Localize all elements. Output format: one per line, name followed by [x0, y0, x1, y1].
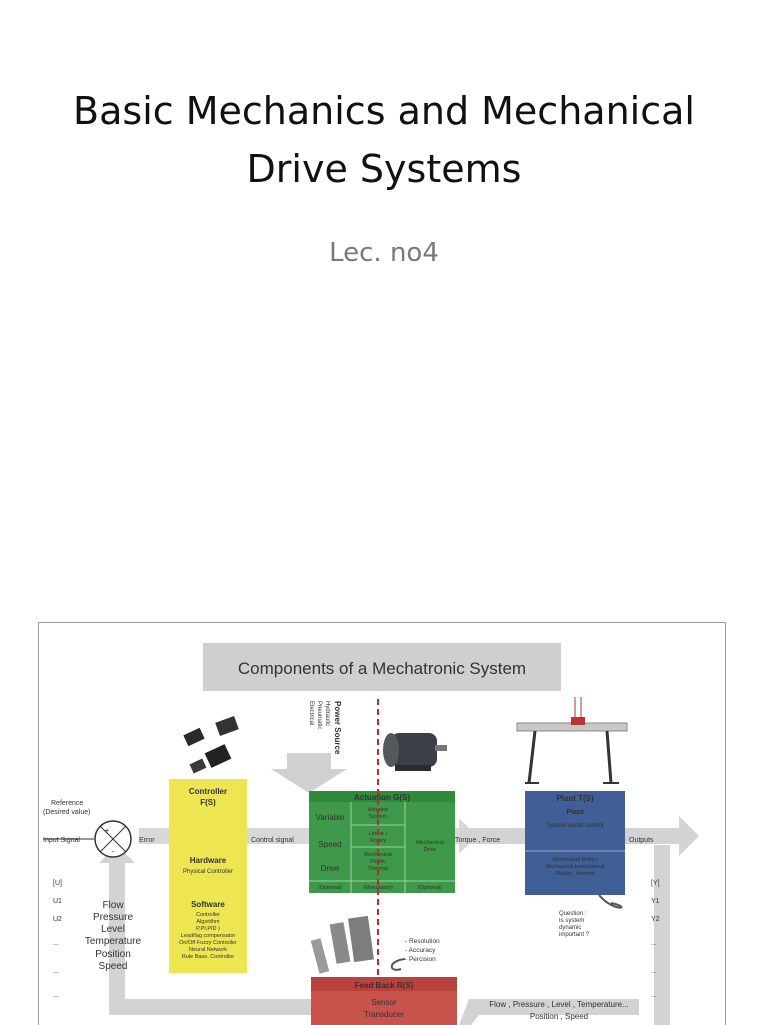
svg-text:+: + [105, 826, 110, 835]
svg-text:Controller: Controller [196, 912, 220, 918]
svg-text:...: ... [651, 940, 657, 947]
bottom-quantities-line2: Position , Speed [530, 1012, 588, 1021]
svg-text:Rule Base, Controller: Rule Base, Controller [182, 954, 234, 960]
output-down-arrow [654, 845, 670, 1025]
software-items: Controller Algorithm P,PI,PID ) Lead/lag… [179, 912, 237, 960]
svg-text:Mechanical translational: Mechanical translational [545, 864, 604, 870]
mechatronic-diagram: Components of a Mechatronic System Power… [38, 622, 726, 1025]
outputs-label: Outputs [629, 837, 654, 844]
svg-text:(Optional): (Optional) [318, 885, 342, 891]
svg-text:- Percision: - Percision [405, 956, 436, 963]
svg-text:Pneumatic: Pneumatic [316, 701, 322, 729]
svg-text:- Accuracy: - Accuracy [405, 947, 436, 954]
torque-force-label: Torque , Force [455, 837, 500, 844]
slide-title-line1: Basic Mechanics and Mechanical [73, 89, 695, 133]
svg-text:Is system: Is system [559, 918, 584, 924]
svg-text:Variable: Variable [316, 813, 345, 822]
svg-text:Plant T(S): Plant T(S) [556, 794, 594, 803]
sensor-icons [310, 915, 374, 974]
slide-subtitle: Lec. no4 [329, 238, 439, 268]
svg-text:Feed Back R(S): Feed Back R(S) [355, 981, 414, 990]
power-arrow [271, 753, 347, 793]
svg-text:Question :: Question : [559, 911, 587, 917]
bottom-arrow [459, 999, 639, 1025]
power-source-label: Power Source [333, 701, 342, 755]
svg-text:Y2: Y2 [651, 916, 660, 923]
reference-label: Reference [51, 800, 83, 807]
svg-text:Y1: Y1 [651, 898, 660, 905]
header-box [203, 643, 561, 691]
svg-text:U2: U2 [53, 916, 62, 923]
forward-arrow [139, 818, 477, 854]
svg-text:Software: Software [191, 900, 225, 909]
svg-text:(Optional): (Optional) [418, 885, 442, 891]
svg-text:Electrical: Electrical [308, 701, 314, 725]
input-signal-label: Input Signal [43, 837, 80, 844]
slide-title-line2: Drive Systems [246, 147, 522, 191]
svg-text:Temperature: Temperature [85, 936, 142, 947]
svg-text:(Mandatory): (Mandatory) [363, 885, 393, 891]
svg-text:Fluidic , thermal: Fluidic , thermal [556, 871, 595, 877]
svg-text:[Y]: [Y] [651, 880, 660, 887]
svg-text:Plant: Plant [566, 809, 584, 816]
svg-text:Lead/lag compensator: Lead/lag compensator [181, 933, 236, 939]
input-variables: [U] U1 U2 ... ... ... [53, 880, 62, 999]
svg-text:Drive: Drive [424, 847, 437, 853]
svg-text:- Resolution: - Resolution [405, 938, 440, 945]
motor-icon [383, 733, 447, 771]
svg-text:Hydraulic: Hydraulic [324, 701, 330, 726]
svg-text:Position: Position [95, 949, 131, 960]
sensor-notes: - Resolution - Accuracy - Percision [405, 938, 440, 963]
svg-text:important ?: important ? [559, 932, 590, 938]
svg-text:...: ... [651, 968, 657, 975]
svg-text:U1: U1 [53, 898, 62, 905]
question-note: Question : Is system dynamic important ? [559, 911, 590, 938]
actuation-block [309, 791, 455, 893]
svg-text:Sensor: Sensor [371, 998, 397, 1007]
quantities-list: Flow Pressure Level Temperature Position… [85, 900, 142, 972]
plant-block [525, 791, 625, 895]
svg-text:Transducer: Transducer [364, 1010, 405, 1019]
svg-text:Drive: Drive [321, 864, 340, 873]
right-variables: [Y] Y1 Y2 ... ... ... [651, 880, 660, 999]
svg-text:Mechanical: Mechanical [416, 840, 444, 846]
svg-text:(Desired value): (Desired value) [43, 809, 90, 816]
svg-text:F(S): F(S) [200, 798, 216, 807]
svg-text:Hardware: Hardware [190, 856, 227, 865]
slide-title: Basic Mechanics and Mechanical Drive Sys… [0, 82, 768, 198]
svg-text:P,PI,PID ): P,PI,PID ) [196, 926, 220, 932]
svg-text:Physical Controller: Physical Controller [183, 869, 233, 875]
bottom-quantities-line1: Flow , Pressure , Level , Temperature... [489, 1000, 628, 1009]
svg-text:Speed: Speed [99, 961, 128, 972]
error-label: Error [139, 837, 155, 844]
chips-icon [183, 716, 239, 774]
svg-text:Level: Level [101, 924, 125, 935]
svg-text:System under control: System under control [547, 823, 604, 829]
svg-text:[U]: [U] [53, 880, 62, 887]
svg-text:Controller: Controller [189, 787, 227, 796]
svg-text:Actuation G(S): Actuation G(S) [354, 793, 410, 802]
svg-text:-: - [112, 847, 115, 856]
control-signal-label: Control signal [251, 837, 294, 844]
svg-text:Neural Network: Neural Network [189, 947, 227, 953]
controller-block [169, 779, 247, 973]
feedback-return-arrow [99, 845, 339, 1015]
svg-text:System: System [369, 814, 388, 820]
svg-text:...: ... [651, 992, 657, 999]
svg-text:Pressure: Pressure [93, 912, 133, 923]
diagram-canvas: Components of a Mechatronic System Power… [43, 643, 699, 1025]
svg-text:Algorithm: Algorithm [196, 919, 220, 925]
svg-text:dynamic: dynamic [559, 925, 581, 931]
svg-text:...: ... [53, 940, 59, 947]
svg-text:Flow: Flow [102, 900, 124, 911]
linear-stage-icon [516, 697, 628, 784]
svg-text:On/Off Fuzzy Controller: On/Off Fuzzy Controller [179, 940, 237, 946]
svg-text:...: ... [53, 968, 59, 975]
svg-text:Speed: Speed [318, 840, 341, 849]
svg-text:Mechanical Rotary: Mechanical Rotary [552, 857, 598, 863]
header-label: Components of a Mechatronic System [238, 659, 526, 678]
svg-text:Power Source: Power Source [333, 701, 342, 755]
svg-text:...: ... [53, 992, 59, 999]
